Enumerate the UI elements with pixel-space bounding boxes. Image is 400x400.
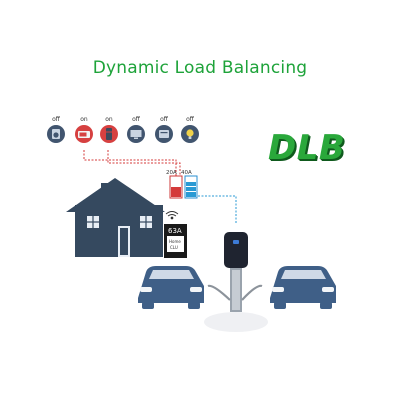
meter-right-label: 40A: [181, 170, 192, 176]
main-panel-rating: 63A: [168, 227, 182, 235]
appliance-status-label: off: [52, 116, 60, 123]
dlb-badge: DLB: [268, 128, 346, 168]
current-meters: 20A 40A: [166, 170, 198, 199]
house-icon: [66, 178, 165, 257]
main-panel-line2: CLU: [170, 245, 178, 250]
left-car-icon: [138, 266, 204, 309]
appliance-status-label: on: [105, 116, 113, 123]
washing-machine-icon: [47, 125, 65, 143]
main-panel: 63A Home CLU: [164, 224, 187, 258]
red-power-lines: [83, 150, 181, 176]
light-bulb-icon: [181, 125, 199, 143]
appliance-microwave: on: [73, 116, 95, 143]
tv-icon: [127, 125, 145, 143]
appliance-light: off: [179, 116, 201, 143]
right-car-icon: [270, 266, 336, 309]
appliance-status-label: off: [160, 116, 168, 123]
main-panel-line1: Home: [169, 239, 181, 244]
appliance-kettle: off: [153, 116, 175, 143]
diagram-title: Dynamic Load Balancing: [92, 58, 308, 78]
appliance-status-label: off: [186, 116, 194, 123]
appliance-status-label: on: [80, 116, 88, 123]
fridge-icon: [100, 125, 118, 143]
blue-data-lines: [190, 180, 237, 224]
wifi-icon: [165, 211, 179, 220]
appliance-status-label: off: [132, 116, 140, 123]
appliance-washing-machine: off: [45, 116, 67, 143]
appliance-fridge: on: [98, 116, 120, 143]
kettle-icon: [155, 125, 173, 143]
appliance-tv: off: [125, 116, 147, 143]
microwave-icon: [75, 125, 93, 143]
charger-icon: [204, 232, 268, 332]
meter-left-label: 20A: [166, 170, 177, 176]
